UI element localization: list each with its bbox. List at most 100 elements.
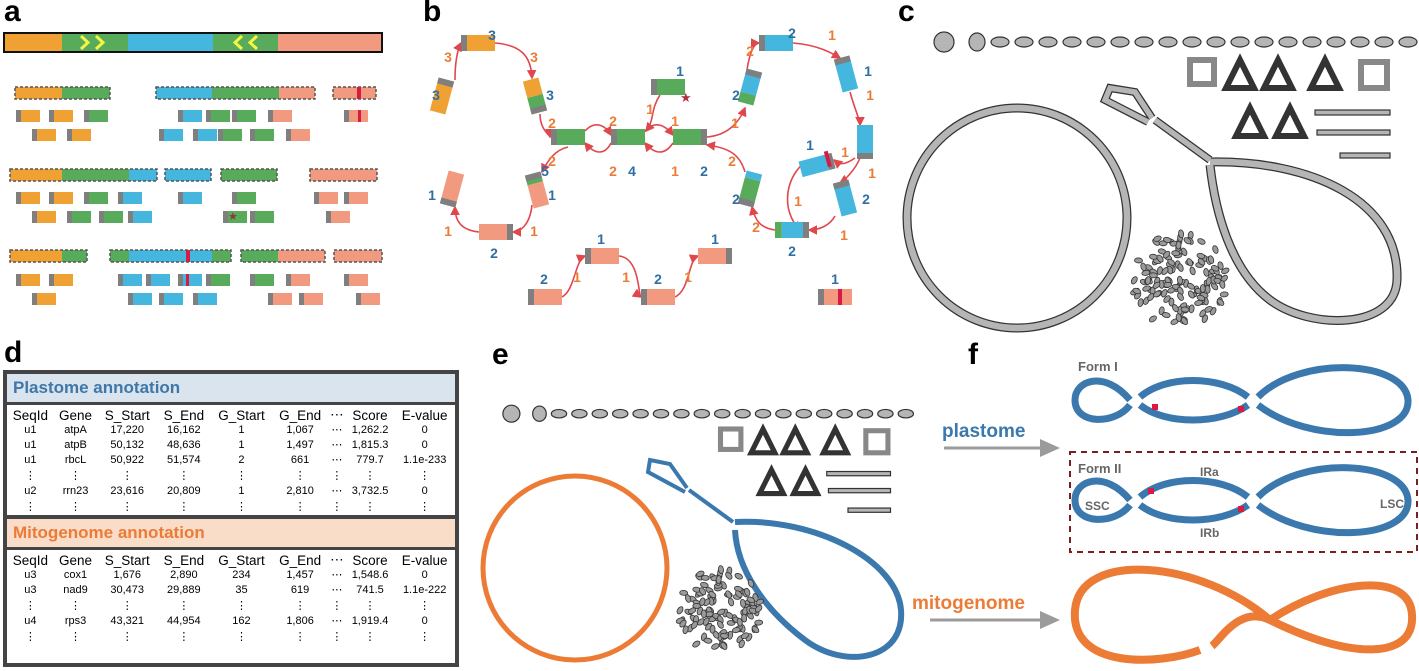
small-contig [611, 408, 629, 419]
column-header: G_Start [218, 407, 265, 423]
tangle-fragment [1221, 267, 1230, 275]
table-cell: 50,922 [110, 454, 145, 466]
node-cap [651, 79, 657, 95]
table-row: ⋮⋮⋮⋮⋮⋮⋮⋮⋮ [7, 598, 455, 614]
small-contig [815, 408, 833, 419]
node-copy-count: 1 [711, 231, 719, 247]
mitogenome-figure-eight [1070, 565, 1417, 664]
node-cap [530, 104, 548, 115]
small-contig [1038, 36, 1058, 48]
tangle-fragment [725, 590, 732, 599]
small-contig [1302, 36, 1322, 48]
small-contig [1254, 36, 1274, 48]
panel-b-assembly-graph: ★ 33354212212122211221211332222111121111… [428, 25, 876, 305]
contig-segment [212, 250, 231, 262]
variant-mark [1238, 406, 1244, 412]
node-cap [857, 153, 873, 159]
tangle-fragment [754, 605, 763, 613]
table-cell: 162 [232, 615, 251, 627]
table-cell: 2 [238, 454, 245, 466]
read-cap [286, 129, 291, 141]
contig-outline [9, 168, 158, 182]
table-cell: 1 [238, 439, 245, 451]
read [84, 110, 108, 122]
contig-outline [220, 168, 278, 182]
table-cell: 35 [235, 584, 248, 596]
read [344, 274, 368, 286]
read [326, 211, 350, 223]
read-cap [232, 110, 237, 122]
read-cap [128, 293, 133, 305]
edge-copy-count: 1 [622, 269, 630, 285]
tangled-cluster [1130, 229, 1230, 326]
read [128, 211, 152, 223]
table-cell: 23,616 [110, 485, 145, 497]
table-cell: ⋮ [121, 470, 133, 482]
read [178, 192, 202, 204]
panel-label-a: a [4, 0, 21, 28]
contig-segment [165, 169, 211, 181]
tangle-fragment [1163, 281, 1173, 288]
read-cap [344, 274, 349, 286]
node-cap [833, 55, 851, 66]
graph-node [461, 35, 495, 51]
mitogenome-arrow [930, 611, 1060, 629]
graph-node [818, 289, 852, 305]
tangle-fragment [700, 609, 707, 619]
tangle-fragment [1201, 314, 1208, 324]
table-cell: 0 [421, 569, 428, 581]
read [84, 192, 108, 204]
variant-mark [1152, 404, 1158, 410]
table-cell: ⋯ [331, 569, 343, 581]
table-cell: ⋮ [178, 631, 190, 643]
small-contig [1230, 36, 1250, 48]
tangle-fragment [700, 581, 709, 589]
read-cap [67, 211, 72, 223]
tangle-fragment [717, 608, 726, 616]
graph-node [429, 77, 455, 115]
table-cell: ⋯ [331, 439, 343, 451]
read [32, 293, 56, 305]
tangle-fragment [692, 603, 702, 609]
table-cell: u3 [24, 584, 37, 596]
node-cap [551, 129, 557, 145]
table-cell: 29,889 [167, 584, 201, 596]
small-contig [990, 36, 1010, 48]
small-contig [1326, 36, 1346, 48]
table-cell: 1,262.2 [351, 424, 389, 436]
node-copy-count: 2 [732, 191, 740, 207]
tangle-fragment [740, 632, 750, 639]
graph-node [832, 179, 858, 217]
small-contig [1398, 36, 1418, 48]
table-cell: ⋮ [235, 470, 247, 482]
triangle-contig [1306, 53, 1344, 91]
column-header: E-value [401, 552, 448, 568]
tangle-fragment [703, 637, 713, 644]
ira-label: IRa [1200, 465, 1219, 479]
graph-node [611, 129, 645, 145]
table-cell: 1,457 [286, 569, 314, 581]
table-cell: ⋮ [364, 470, 376, 482]
read-cap [344, 110, 349, 122]
square-contig [1358, 59, 1390, 91]
table-cell: 17,220 [110, 424, 145, 436]
table-cell: 1,919.4 [351, 615, 389, 627]
small-contig [1014, 36, 1034, 48]
tangle-fragment [1207, 255, 1215, 264]
tangle-fragment [1197, 258, 1206, 266]
graph-edge [541, 146, 569, 174]
contig-segment [187, 250, 212, 262]
contig-segment [241, 250, 278, 262]
read [67, 211, 91, 223]
tangle-fragment [1134, 257, 1143, 264]
read-cap [32, 211, 37, 223]
column-header: SeqId [12, 552, 48, 568]
table-cell: 1,497 [286, 439, 314, 451]
plastome-stalk [687, 488, 735, 524]
table-cell: rps3 [64, 615, 87, 627]
read [344, 110, 368, 122]
graph-edge [618, 255, 643, 298]
tangle-fragment [1156, 266, 1163, 275]
node-cap [611, 129, 617, 145]
graph-node [528, 289, 562, 305]
